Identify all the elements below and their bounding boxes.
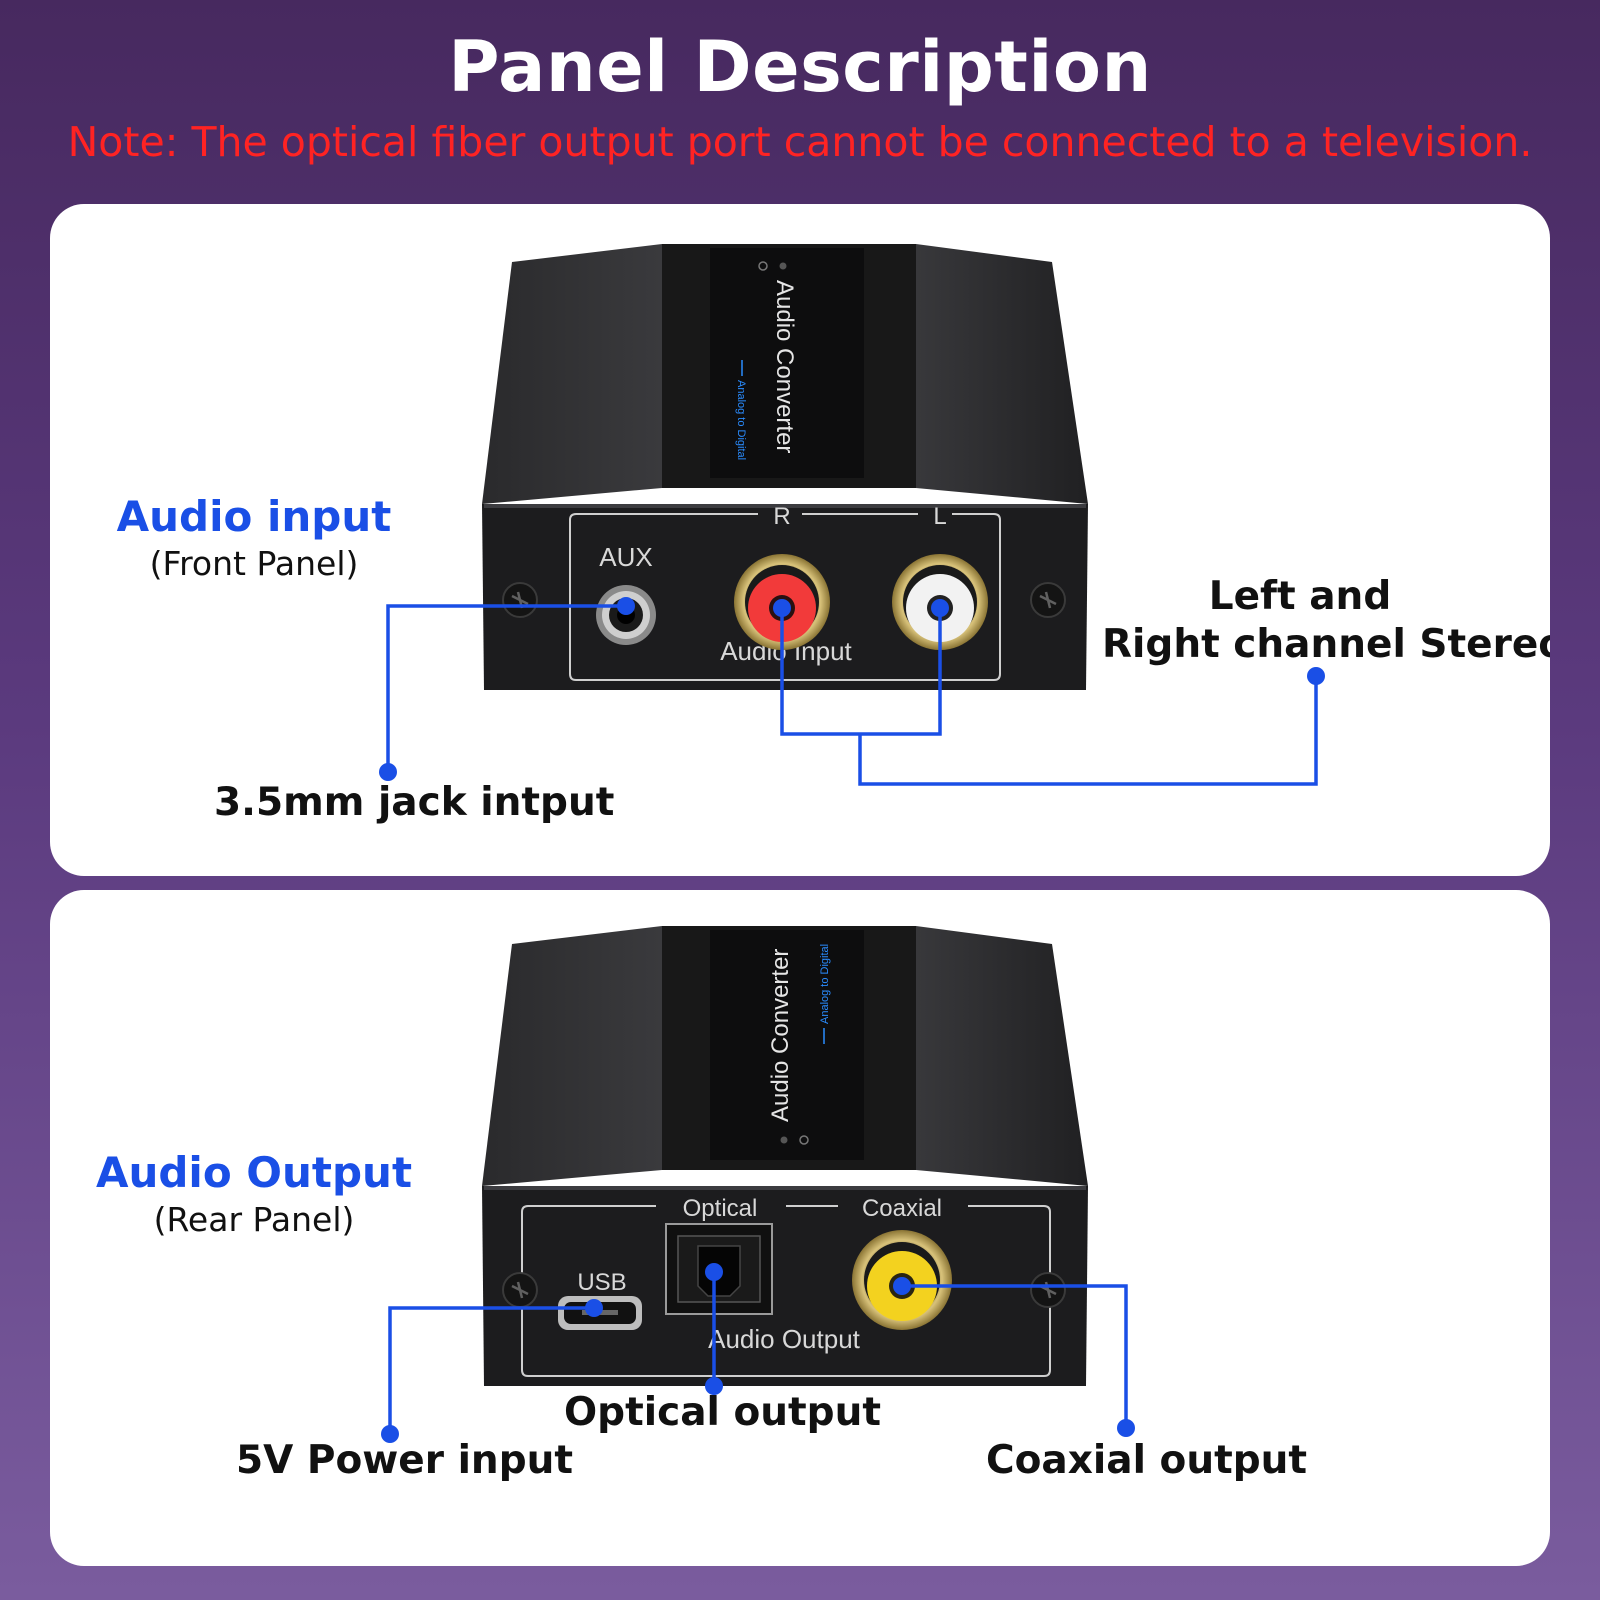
rca-r-callout-dot bbox=[773, 599, 791, 617]
rca-callout-label-line1: Left and bbox=[1208, 574, 1392, 619]
device-subtitle-label: Analog to Digital bbox=[819, 944, 831, 1024]
device-rear-face bbox=[482, 1186, 1088, 1386]
aux-label: AUX bbox=[599, 542, 652, 572]
device-label-strip bbox=[710, 248, 864, 478]
rca-callout-dot-end bbox=[1307, 667, 1325, 685]
device-subtitle-label: Analog to Digital bbox=[735, 380, 747, 460]
front-panel-card: Audio Converter Analog to Digital R L AU… bbox=[50, 204, 1550, 876]
power-callout-label: 5V Power input bbox=[236, 1438, 574, 1483]
optical-callout-dot-end bbox=[705, 1377, 723, 1395]
audio-input-subheading: (Front Panel) bbox=[149, 544, 359, 583]
optical-callout-label: Optical output bbox=[564, 1390, 881, 1435]
device-title-label: Audio Converter bbox=[771, 280, 798, 453]
audio-input-heading: Audio input bbox=[116, 492, 392, 541]
device-label-strip bbox=[710, 930, 864, 1160]
coaxial-callout-label: Coaxial output bbox=[986, 1438, 1308, 1483]
device-title-label: Audio Converter bbox=[767, 949, 794, 1122]
device-top-left bbox=[482, 244, 662, 504]
callout-lines-front bbox=[386, 604, 1318, 786]
screw-left-icon bbox=[502, 1272, 538, 1308]
aux-callout-line bbox=[386, 604, 626, 772]
power-callout-dot-end bbox=[381, 1425, 399, 1443]
power-callout-line bbox=[388, 1306, 594, 1434]
callout-lines-rear bbox=[388, 1272, 1128, 1434]
power-led-icon bbox=[780, 1135, 809, 1145]
r-channel-label: R bbox=[773, 503, 790, 530]
l-channel-label: L bbox=[933, 503, 946, 530]
coaxial-callout-dot-end bbox=[1117, 1419, 1135, 1437]
device-top-right bbox=[916, 926, 1088, 1186]
warning-note: Note: The optical fiber output port cann… bbox=[67, 118, 1533, 166]
optical-callout-dot-start bbox=[705, 1263, 723, 1281]
rca-callout-line bbox=[858, 676, 1318, 786]
converter-device-rear: Audio Converter Analog to Digital Optica… bbox=[482, 926, 1088, 1386]
device-top-left bbox=[482, 926, 662, 1186]
audio-output-group-label: Audio Output bbox=[708, 1324, 861, 1354]
screw-right-icon bbox=[1030, 1272, 1066, 1308]
coaxial-callout-dot-start bbox=[893, 1277, 911, 1295]
optical-port-label: Optical bbox=[683, 1195, 758, 1222]
aux-callout-dot-end bbox=[379, 763, 397, 781]
device-top-right bbox=[916, 244, 1088, 504]
audio-output-panel-outline bbox=[521, 1205, 1051, 1377]
aux-callout-label: 3.5mm jack intput bbox=[214, 780, 615, 825]
audio-input-panel-outline bbox=[569, 513, 1001, 681]
power-led-icon bbox=[758, 261, 787, 271]
audio-output-heading: Audio Output bbox=[95, 1148, 413, 1197]
screw-right-icon bbox=[1030, 582, 1066, 618]
rca-callout-label-line2: Right channel Stereo bbox=[1102, 622, 1550, 667]
rear-panel-diagram: Audio Converter Analog to Digital Optica… bbox=[381, 926, 1135, 1443]
power-callout-dot-start bbox=[585, 1299, 603, 1317]
front-panel-diagram: Audio Converter Analog to Digital R L AU… bbox=[379, 244, 1325, 786]
rca-l-callout-dot bbox=[931, 599, 949, 617]
converter-device-front: Audio Converter Analog to Digital R L AU… bbox=[482, 244, 1088, 690]
rear-panel-card: Audio Converter Analog to Digital Optica… bbox=[50, 890, 1550, 1566]
coaxial-callout-line bbox=[902, 1284, 1128, 1428]
page-title: Panel Description bbox=[448, 26, 1152, 108]
usb-port-label: USB bbox=[577, 1269, 626, 1296]
coaxial-port-label: Coaxial bbox=[862, 1195, 942, 1222]
audio-output-subheading: (Rear Panel) bbox=[153, 1200, 355, 1239]
screw-left-icon bbox=[502, 582, 538, 618]
aux-callout-dot-start bbox=[617, 597, 635, 615]
